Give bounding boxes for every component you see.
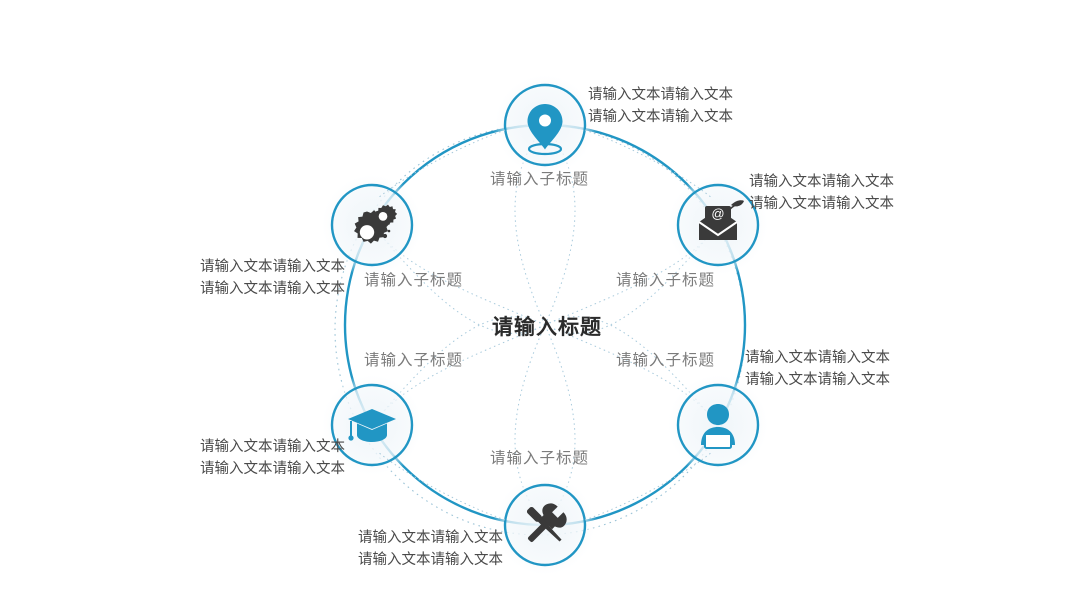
body-line: 请输入文本请输入文本 (200, 281, 345, 297)
location-pin-icon (527, 104, 563, 156)
body-line: 请输入文本请输入文本 (200, 461, 345, 477)
body-text-node-top: 请输入文本请输入文本 请输入文本请输入文本 (588, 84, 733, 128)
body-line: 请输入文本请输入文本 (200, 259, 345, 275)
body-line: 请输入文本请输入文本 (358, 530, 503, 546)
node-circle-left-upper[interactable] (330, 183, 414, 267)
body-line: 请输入文本请输入文本 (200, 439, 345, 455)
node-circle-right-lower[interactable] (676, 383, 760, 467)
graduation-cap-icon (348, 409, 396, 442)
person-briefcase-icon (701, 404, 735, 449)
center-title: 请输入标题 (492, 316, 602, 339)
petal-curves (371, 124, 719, 526)
body-line: 请输入文本请输入文本 (749, 174, 894, 190)
subtitle-node-bottom: 请输入子标题 (490, 450, 590, 467)
body-line: 请输入文本请输入文本 (749, 196, 894, 212)
subtitle-node-left-lower: 请输入子标题 (364, 352, 464, 369)
node-connectors (377, 129, 713, 521)
node-circle-right-upper[interactable] (676, 183, 760, 267)
body-text-node-left-upper: 请输入文本请输入文本 请输入文本请输入文本 (200, 256, 345, 300)
node-circle-bottom[interactable] (503, 483, 587, 567)
body-line: 请输入文本请输入文本 (588, 87, 733, 103)
body-line: 请输入文本请输入文本 (588, 109, 733, 125)
node-circle-left-lower[interactable] (330, 383, 414, 467)
body-line: 请输入文本请输入文本 (745, 350, 890, 366)
email-at-icon: @ (698, 200, 744, 240)
gears-icon (354, 204, 398, 244)
body-line: 请输入文本请输入文本 (358, 552, 503, 568)
node-circles (330, 83, 760, 567)
subtitle-node-top: 请输入子标题 (490, 171, 590, 188)
body-text-node-bottom: 请输入文本请输入文本 请输入文本请输入文本 (358, 527, 503, 571)
svg-text:@: @ (711, 206, 724, 221)
tools-wrench-screwdriver-icon (526, 503, 567, 542)
body-text-node-right-lower: 请输入文本请输入文本 请输入文本请输入文本 (745, 347, 890, 391)
body-text-node-right-upper: 请输入文本请输入文本 请输入文本请输入文本 (749, 171, 894, 215)
body-text-node-left-lower: 请输入文本请输入文本 请输入文本请输入文本 (200, 436, 345, 480)
subtitle-node-left-upper: 请输入子标题 (364, 272, 464, 289)
subtitle-node-right-lower: 请输入子标题 (616, 352, 716, 369)
node-circle-top[interactable] (503, 83, 587, 167)
body-line: 请输入文本请输入文本 (745, 372, 890, 388)
subtitle-node-right-upper: 请输入子标题 (616, 272, 716, 289)
